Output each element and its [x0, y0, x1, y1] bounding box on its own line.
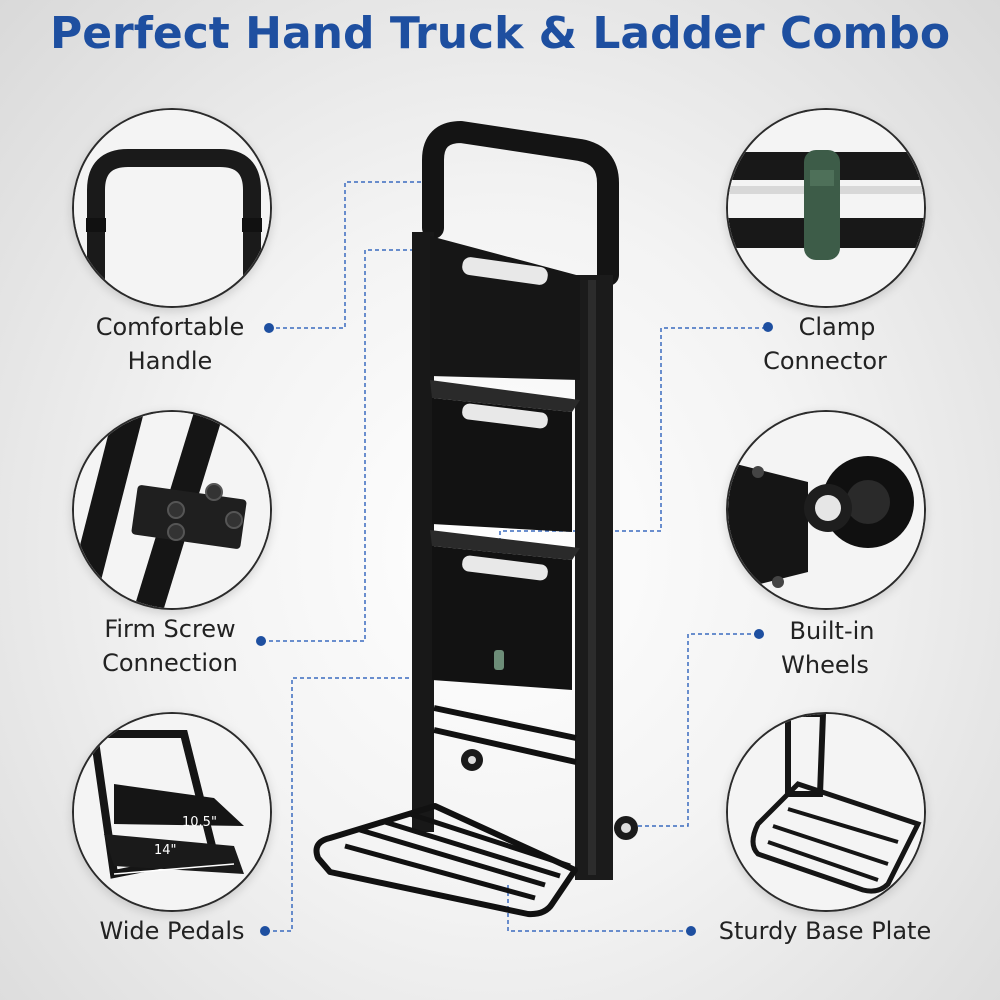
wheels-detail-circle	[726, 410, 926, 610]
pedals-dot-marker	[260, 926, 270, 936]
clamp-label-line1: Clamp	[798, 313, 876, 341]
feature-label-handle: Comfortable Handle	[70, 310, 270, 378]
screw-detail-circle	[72, 410, 272, 610]
feature-label-pedals: Wide Pedals	[82, 914, 262, 948]
feature-label-base: Sturdy Base Plate	[700, 914, 950, 948]
page-title: Perfect Hand Truck & Ladder Combo	[49, 8, 951, 59]
clamp-dot-marker	[763, 322, 773, 332]
handle-label-line1: Comfortable	[95, 313, 245, 341]
handle-detail-circle	[72, 108, 272, 308]
base-dot-marker	[686, 926, 696, 936]
feature-label-wheels: Built-in Wheels	[760, 614, 890, 682]
handle-label-line2: Handle	[127, 347, 213, 375]
screw-label-line2: Connection	[102, 649, 238, 677]
wheels-label-line1: Built-in	[789, 617, 875, 645]
base-label: Sturdy Base Plate	[718, 917, 932, 945]
screw-label-line1: Firm Screw	[104, 615, 236, 643]
hand-truck-ladder-image	[313, 121, 638, 918]
feature-label-screw: Firm Screw Connection	[70, 612, 270, 680]
wheels-label-line2: Wheels	[781, 651, 869, 679]
clamp-detail-circle	[726, 108, 926, 308]
pedals-detail-circle: 10.5" 14"	[72, 712, 272, 912]
pedal-width-dimension: 14"	[154, 843, 177, 858]
pedals-label: Wide Pedals	[99, 917, 245, 945]
feature-label-clamp: Clamp Connector	[740, 310, 910, 378]
pedal-depth-dimension: 10.5"	[182, 815, 217, 830]
handle-dot-marker	[264, 323, 274, 333]
screw-dot-marker	[256, 636, 266, 646]
base-detail-circle	[726, 712, 926, 912]
clamp-label-line2: Connector	[763, 347, 887, 375]
wheels-dot-marker	[754, 629, 764, 639]
